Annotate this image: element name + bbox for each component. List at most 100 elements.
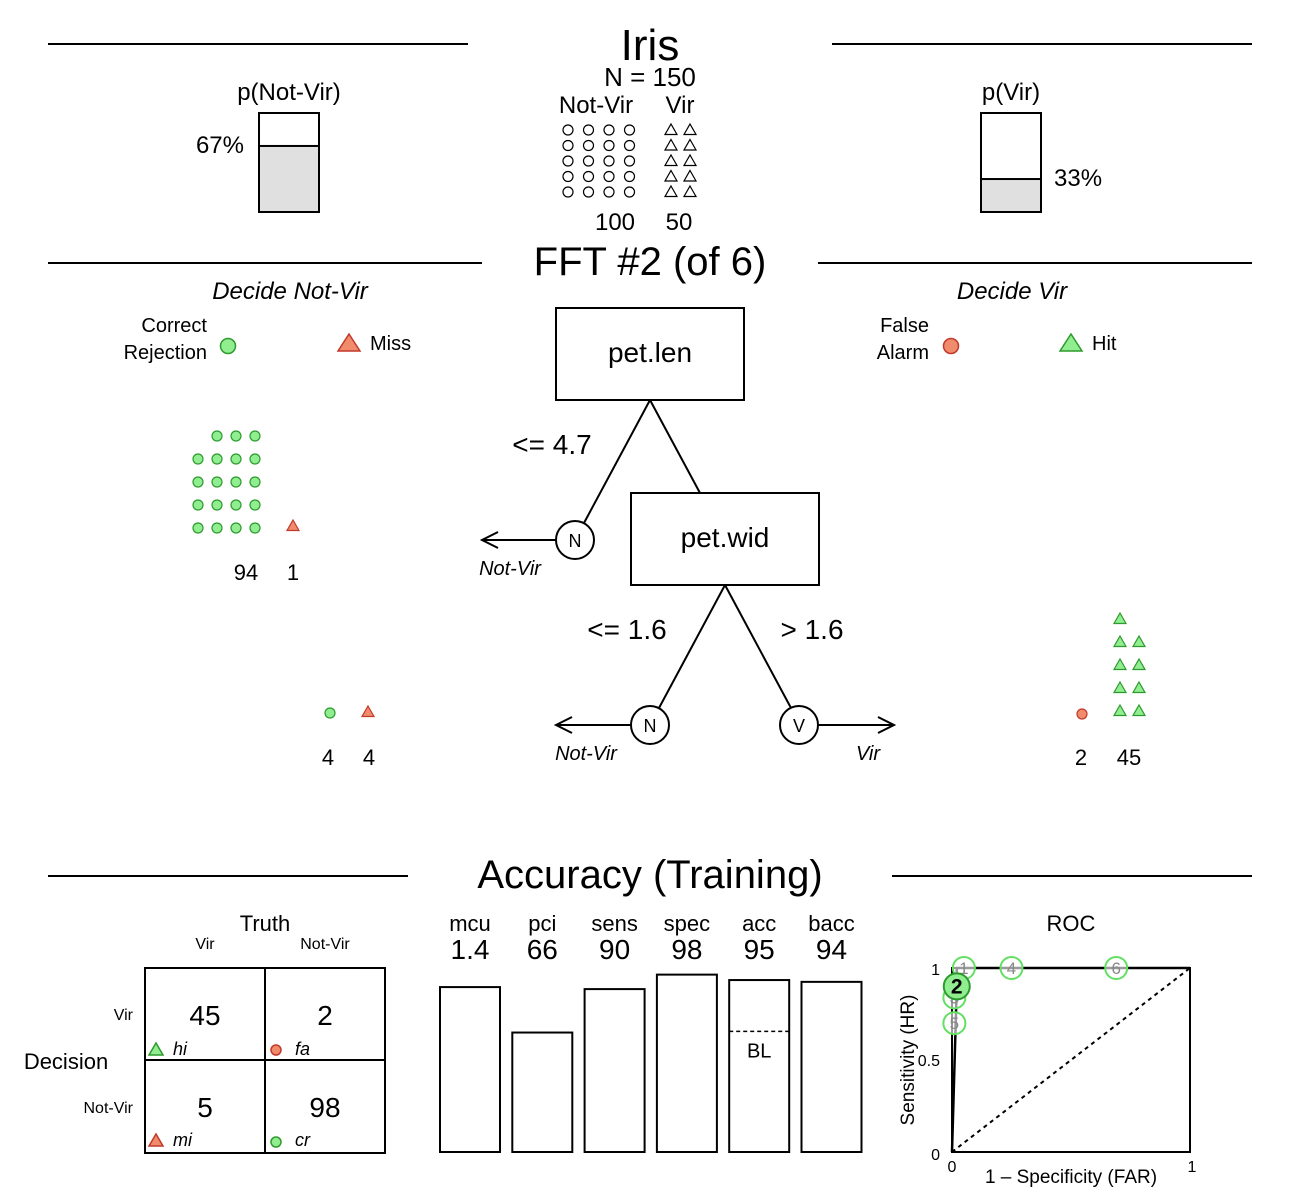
level-1-cr-icon bbox=[192, 476, 204, 488]
sample-not-vir-icon bbox=[603, 186, 615, 198]
sample-vir-icon bbox=[663, 184, 679, 198]
level-1-cr-count: 94 bbox=[234, 560, 258, 585]
roc-point-label-2: 2 bbox=[951, 975, 963, 998]
level-2-hit-icon bbox=[1112, 634, 1128, 648]
legend-fa-line2: Alarm bbox=[877, 342, 929, 364]
level-1-cr-icon bbox=[230, 522, 242, 534]
level-1-cr-icon bbox=[249, 476, 261, 488]
node-2-exit-letter-right: V bbox=[793, 716, 805, 736]
class-count-not-vir: 100 bbox=[595, 209, 635, 236]
cell-cr-icon bbox=[270, 1136, 282, 1148]
level-2-hit-icon bbox=[1112, 680, 1128, 694]
legend-fa-line1: False bbox=[880, 315, 929, 337]
node-2-exit-label-left: Not-Vir bbox=[555, 743, 618, 765]
sample-not-vir-icon bbox=[562, 155, 574, 167]
node-2-exit-letter-left: N bbox=[644, 716, 657, 736]
level-2-hit-icon bbox=[1131, 703, 1147, 717]
decision-row-not-vir: Not-Vir bbox=[84, 1100, 134, 1117]
sample-not-vir-icon bbox=[603, 170, 615, 183]
prior-right-label: p(Vir) bbox=[982, 79, 1040, 106]
roc-point-4 bbox=[999, 956, 1024, 980]
class-count-vir: 50 bbox=[666, 209, 693, 236]
bar-label-acc: acc bbox=[742, 911, 776, 936]
level-1-cr-icon bbox=[230, 430, 242, 442]
sample-not-vir-icon bbox=[582, 139, 595, 152]
roc-y-tick-0-5: 0.5 bbox=[918, 1053, 940, 1070]
sample-not-vir-icon bbox=[582, 155, 595, 167]
level-1-cr-icon bbox=[249, 522, 261, 534]
legend-cr-line1: Correct bbox=[141, 315, 207, 337]
cell-mi-icon bbox=[147, 1132, 165, 1147]
cell-fa-value: 2 bbox=[317, 1000, 333, 1031]
roc-x-tick-0: 0 bbox=[948, 1159, 957, 1176]
node-2-exit-arrowhead-right bbox=[877, 716, 897, 734]
bar-label-pci: pci bbox=[528, 911, 556, 936]
node-2-exit-arrowhead-left bbox=[553, 716, 573, 734]
roc-point-label-6: 6 bbox=[1111, 959, 1120, 978]
roc-x-label: 1 – Specificity (FAR) bbox=[985, 1167, 1157, 1188]
roc-point-label-1: 1 bbox=[959, 959, 968, 978]
roc-frame bbox=[951, 967, 1191, 1153]
node-1-continue-branch bbox=[649, 399, 701, 494]
bar-acc bbox=[728, 979, 791, 1153]
bar-value-acc: 95 bbox=[744, 934, 775, 965]
roc-points: 134562 bbox=[942, 956, 1190, 1153]
prior-left-label: p(Not-Vir) bbox=[237, 79, 341, 106]
roc-point-5 bbox=[942, 1011, 967, 1036]
sample-not-vir-icon bbox=[623, 155, 636, 167]
sample-not-vir-icon bbox=[582, 124, 595, 136]
decision-label: Decision bbox=[24, 1049, 108, 1074]
roc-x-tick-1: 1 bbox=[1188, 1159, 1197, 1176]
roc-title: ROC bbox=[1047, 911, 1096, 936]
cell-cr-code: cr bbox=[295, 1130, 311, 1150]
bar-sens bbox=[583, 988, 646, 1153]
sample-not-vir-icon bbox=[623, 170, 636, 183]
node-2-exit-label-right: Vir bbox=[856, 743, 881, 765]
cell-hi-value: 45 bbox=[189, 1000, 220, 1031]
level-1-cr-icon bbox=[211, 522, 223, 534]
plot-title: Iris bbox=[621, 21, 680, 70]
roc-y-label: Sensitivity (HR) bbox=[898, 995, 919, 1126]
truth-label: Truth bbox=[240, 911, 291, 936]
sample-not-vir-icon bbox=[562, 124, 574, 136]
legend-hit-icon bbox=[1058, 332, 1084, 352]
level-1-miss-count: 1 bbox=[287, 560, 299, 585]
roc-curve bbox=[950, 966, 1190, 1153]
prior-left-fill bbox=[258, 144, 320, 213]
roc-point-label-5: 5 bbox=[950, 1014, 959, 1033]
legend-hit-label: Hit bbox=[1092, 333, 1117, 355]
roc-plot: ROC 1 0.5 0 0 1 1 – Specificity (FAR) Se… bbox=[898, 911, 1197, 1188]
level-1-cr-icon bbox=[249, 453, 261, 465]
level-2-hit-icon bbox=[1131, 657, 1147, 671]
roc-chance-line bbox=[951, 967, 1191, 1153]
class-label-vir: Vir bbox=[666, 92, 695, 119]
bar-label-bacc: bacc bbox=[808, 911, 854, 936]
sample-not-vir-icon bbox=[623, 186, 636, 198]
prior-left-pct: 67% bbox=[196, 132, 244, 159]
node-2-left-branch bbox=[658, 584, 726, 709]
level-1-cr-icon bbox=[192, 453, 204, 465]
level-2-cr-icon bbox=[324, 707, 336, 719]
cell-cr-value: 98 bbox=[309, 1092, 340, 1123]
roc-point-2 bbox=[942, 972, 971, 1001]
cell-hi-icon bbox=[147, 1041, 165, 1056]
node-2-left-threshold: <= 1.6 bbox=[587, 614, 666, 645]
sample-vir-icon bbox=[682, 138, 698, 151]
level-icon-arrays bbox=[192, 430, 1147, 720]
level-1-cr-icon bbox=[192, 522, 204, 534]
sample-vir-icon bbox=[682, 184, 698, 198]
bar-value-spec: 98 bbox=[671, 934, 702, 965]
node-1-exit-letter: N bbox=[569, 531, 582, 551]
node-1-exit-label: Not-Vir bbox=[479, 558, 542, 580]
roc-point-label-4: 4 bbox=[1007, 959, 1016, 978]
prior-right-pct: 33% bbox=[1054, 165, 1102, 192]
bar-label-sens: sens bbox=[591, 911, 637, 936]
level-1-miss-icon bbox=[285, 518, 301, 532]
level-2-miss-count: 4 bbox=[363, 745, 375, 770]
bar-value-mcu: 1.4 bbox=[451, 934, 490, 965]
tree-title: FFT #2 (of 6) bbox=[534, 240, 767, 284]
sample-not-vir-icon bbox=[623, 124, 636, 136]
node-1-exit-branch bbox=[583, 399, 651, 524]
